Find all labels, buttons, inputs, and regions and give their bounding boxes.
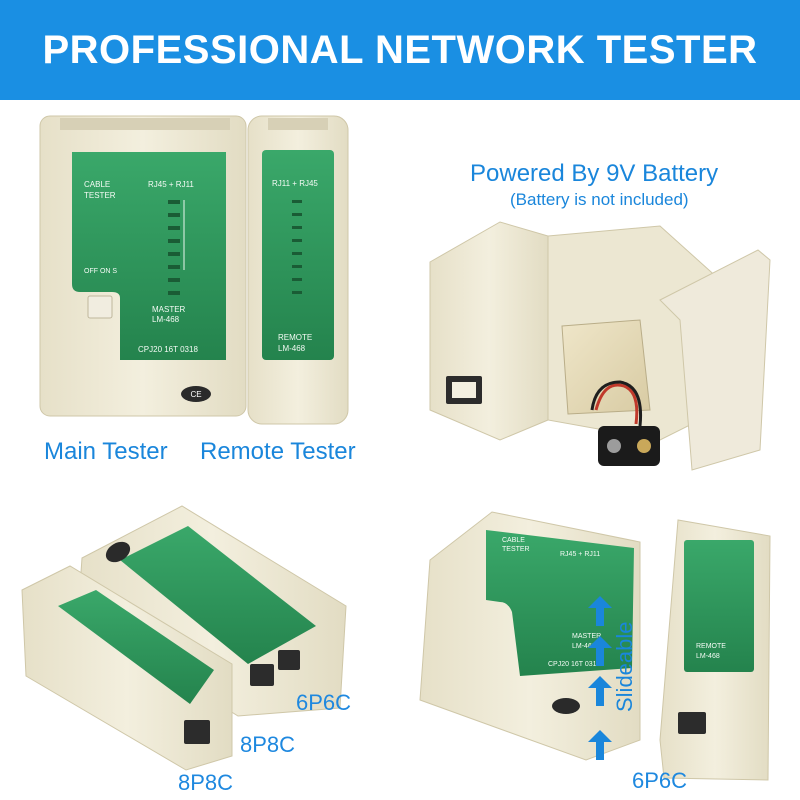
main-port-label: RJ45 + RJ11	[148, 180, 194, 189]
main-switch-label: OFF ON S	[84, 268, 117, 275]
remote-remote-label: REMOTE	[278, 333, 312, 342]
ports-view-photo	[21, 505, 347, 771]
banner-title: PROFESSIONAL NETWORK TESTER	[42, 28, 758, 72]
battery-note: (Battery is not included)	[510, 190, 689, 209]
main-model-label: LM-468	[152, 315, 180, 324]
slide-model-label: LM-468	[572, 643, 596, 650]
port-label-8p8c-main: 8P8C	[240, 732, 296, 757]
port-label-6p6c-left: 6P6C	[296, 690, 352, 715]
slide-cable-label-1: CABLE	[502, 537, 525, 544]
main-serial-label: CPJ20 16T 0318	[138, 345, 198, 354]
slideable-label: Slideable	[612, 621, 637, 712]
port-label-6p6c-right: 6P6C	[632, 768, 688, 793]
remote-model-label: LM-468	[278, 344, 306, 353]
slide-remote-label: REMOTE	[696, 643, 726, 650]
slide-serial-label: CPJ20 16T 0318	[548, 661, 601, 668]
main-cable-label-1: CABLE	[84, 180, 110, 189]
remote-led-column	[292, 200, 302, 294]
slide-master-label: MASTER	[572, 633, 601, 640]
main-tester-photo: CABLE TESTER RJ45 + RJ11 OFF ON S MASTER…	[39, 115, 247, 417]
rj45-port-main	[250, 664, 274, 686]
slide-remote-port	[678, 712, 706, 734]
slide-cable-label-2: TESTER	[502, 546, 530, 553]
main-led-column	[168, 200, 185, 295]
remote-tester-caption: Remote Tester	[200, 438, 356, 465]
remote-port-label: RJ11 + RJ45	[272, 179, 318, 188]
remote-tester-photo: RJ11 + RJ45 REMOTE LM-468	[247, 115, 349, 425]
rj45-port-remote	[184, 720, 210, 744]
main-ce-mark: CE	[190, 390, 201, 399]
slide-arrows	[588, 596, 612, 760]
rj11-port-main	[278, 650, 300, 670]
slide-remote-model: LM-468	[696, 653, 720, 660]
main-master-label: MASTER	[152, 305, 186, 314]
battery-compartment-photo	[429, 221, 771, 471]
slideable-view-photo: CABLE TESTER RJ45 + RJ11 MASTER LM-468 C…	[419, 511, 771, 781]
battery-title: Powered By 9V Battery	[470, 160, 719, 187]
main-tester-caption: Main Tester	[44, 438, 168, 465]
port-label-8p8c-remote: 8P8C	[178, 770, 234, 795]
main-cable-label-2: TESTER	[84, 191, 116, 200]
title-banner	[0, 0, 800, 100]
slide-port-label: RJ45 + RJ11	[560, 551, 600, 558]
